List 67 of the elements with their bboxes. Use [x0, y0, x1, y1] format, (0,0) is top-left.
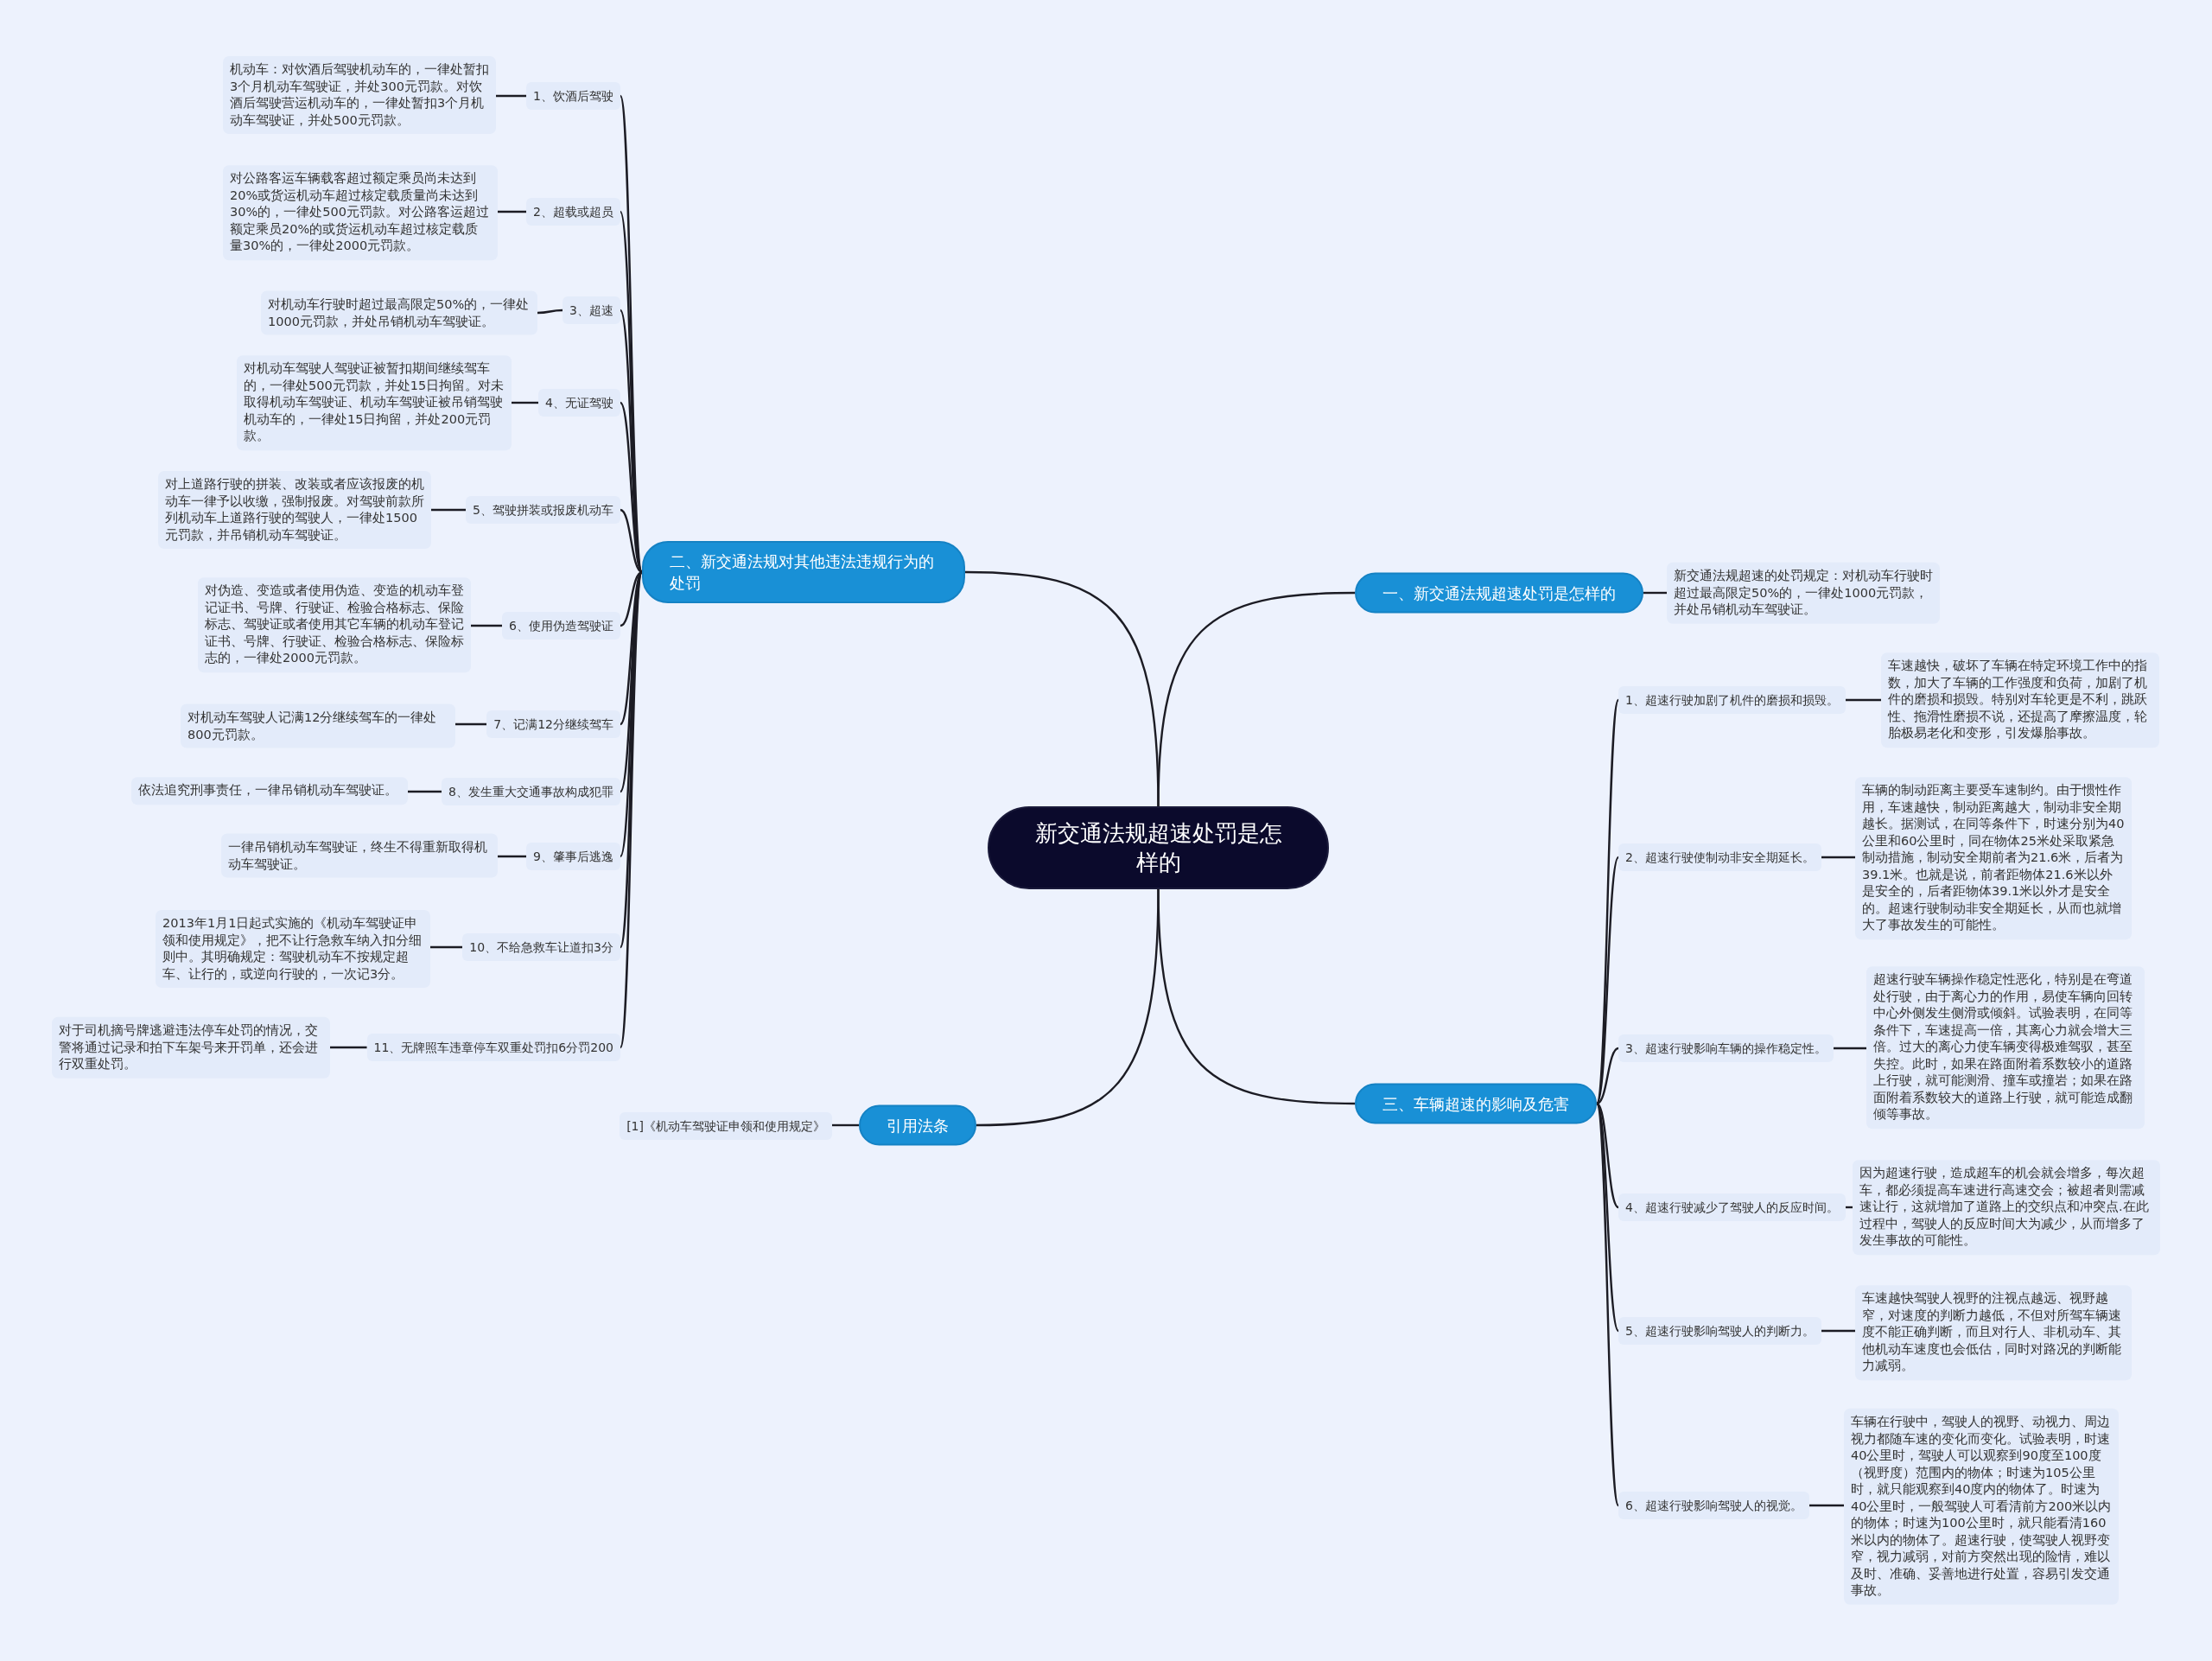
detail-note: 依法追究刑事责任，一律吊销机动车驾驶证。	[131, 777, 408, 805]
subtopic-label: 6、超速行驶影响驾驶人的视觉。	[1618, 1492, 1809, 1519]
detail-note: 新交通法规超速的处罚规定：对机动车行驶时超过最高限定50%的，一律处1000元罚款，并处吊销机动车驾驶证。	[1667, 562, 1940, 624]
subtopic-label: [1]《机动车驾驶证申领和使用规定》	[620, 1112, 832, 1140]
subtopic-label: 5、超速行驶影响驾驶人的判断力。	[1618, 1317, 1821, 1345]
subtopic-label: 10、不给急救车让道扣3分	[462, 933, 620, 961]
connector-line	[1845, 698, 1881, 702]
subtopic-label: 2、超速行驶使制动非安全期延长。	[1618, 843, 1821, 871]
connector-line	[964, 570, 1160, 807]
connector-line	[498, 855, 527, 858]
connector-line	[620, 508, 643, 574]
branch-topic: 三、车辆超速的影响及危害	[1355, 1083, 1597, 1124]
subtopic-label: 1、饮酒后驾驶	[526, 82, 620, 110]
detail-note: 对公路客运车辆载客超过额定乘员尚未达到20%或货运机动车超过核定载质量尚未达到30%的，一律处500元罚款。对公路客运超过额定乘员20%的或货运机动车超过核定载质量30%的，一律处2000元罚款。	[223, 165, 498, 260]
connector-line	[455, 722, 487, 726]
subtopic-label: 4、无证驾驶	[538, 389, 620, 417]
connector-line	[430, 945, 463, 949]
connector-line	[1821, 1329, 1855, 1333]
subtopic-label: 5、驾驶拼装或报废机动车	[466, 496, 620, 524]
connector-line	[498, 210, 527, 213]
subtopic-label: 6、使用伪造驾驶证	[502, 612, 620, 640]
detail-note: 车速越快驾驶人视野的注视点越远、视野越窄，对速度的判断力越低，不但对所驾车辆速度不能正确判断，而且对行人、非机动车、其他机动车速度也会低估，同时对路况的判断能力减弱。	[1855, 1285, 2132, 1380]
subtopic-label: 4、超速行驶减少了驾驶人的反应时间。	[1618, 1193, 1846, 1221]
central-topic: 新交通法规超速处罚是怎样的	[988, 806, 1329, 889]
connector-line	[496, 94, 527, 98]
connector-line	[1595, 1103, 1620, 1506]
detail-note: 超速行驶车辆操作稳定性恶化，特别是在弯道处行驶，由于离心力的作用，易使车辆向回转中心外侧发生侧滑或倾斜。试验表明，在同等条件下，车速提高一倍，其离心力就会增大三倍。过大的离心力使车辆变得极难驾驭，甚至失控。此时，如果在路面附着系数较小的道路上行驶，就可能测滑、撞车或撞岩；如果在路面附着系数较大的道路上行驶，就可能造成翻倾等事故。	[1866, 966, 2145, 1129]
detail-note: 车辆在行驶中，驾驶人的视野、动视力、周边视力都随车速的变化而变化。试验表明，时速40公里时，驾驶人可以观察到90度至100度（视野度）范围内的物体；时速为105公里时，就只能观察到40度内的物体了。时速为40公里时，一般驾驶人可看清前方200米以内的物体；时速为100公里时，就只能看清160米以内的物体了。超速行驶，使驾驶人视野变窄，视力减弱，对前方突然出现的险情，难以及时、准确、妥善地进行处置，容易引发交通事故。	[1844, 1408, 2119, 1605]
connector-line	[537, 309, 563, 315]
connector-line	[408, 790, 442, 793]
subtopic-label: 3、超速	[563, 296, 620, 324]
connector-line	[471, 624, 503, 627]
detail-note: 一律吊销机动车驾驶证，终生不得重新取得机动车驾驶证。	[221, 833, 498, 878]
connector-line	[431, 508, 467, 512]
subtopic-label: 3、超速行驶影响车辆的操作稳定性。	[1618, 1034, 1834, 1062]
subtopic-label: 11、无牌照车违章停车双重处罚扣6分罚200	[366, 1034, 620, 1061]
connector-line	[1596, 1047, 1619, 1105]
detail-note: 对于司机摘号牌逃避违法停车处罚的情况，交警将通过记录和拍下车架号来开罚单，还会进行双重处罚。	[52, 1016, 330, 1079]
connector-line	[330, 1046, 367, 1049]
connector-line	[1643, 591, 1667, 595]
connector-line	[1833, 1047, 1866, 1050]
subtopic-label: 9、肇事后逃逸	[526, 843, 620, 870]
connector-line	[1821, 856, 1855, 859]
subtopic-label: 8、发生重大交通事故构成犯罪	[442, 778, 620, 805]
connector-line	[512, 401, 539, 404]
detail-note: 2013年1月1日起式实施的《机动车驾驶证申领和使用规定》，把不让行急救车纳入扣分细则中。其明确规定：驾驶机动车不按规定超车、让行的，或逆向行驶的，一次记3分。	[156, 910, 430, 988]
subtopic-label: 2、超载或超员	[526, 198, 620, 226]
connector-line	[832, 1123, 859, 1127]
detail-note: 对机动车行驶时超过最高限定50%的，一律处1000元罚款，并处吊销机动车驾驶证。	[261, 290, 537, 335]
connector-line	[620, 570, 643, 627]
subtopic-label: 7、记满12分继续驾车	[486, 710, 620, 738]
branch-topic: 引用法条	[859, 1104, 976, 1146]
detail-note: 对上道路行驶的拼装、改装或者应该报废的机动车一律予以收缴，强制报废。对驾驶前款所列机动车上道路行驶的驾驶人，一律处1500元罚款，并吊销机动车驾驶证。	[158, 471, 431, 549]
detail-note: 车辆的制动距离主要受车速制约。由于惯性作用，车速越快，制动距离越大，制动非安全期越长。据测试，在同等条件下，时速分别为40公里和60公里时，同在物体25米处采取紧急制动措施，制动安全期前者为21.6米，后者为39.1米。也就是说，前者距物体21.6米以外是安全的，后者距物体39.1米以外才是安全的。超速行驶制动非安全期延长，从而也就增大了事故发生的可能性。	[1855, 777, 2132, 939]
detail-note: 对机动车驾驶人驾驶证被暂扣期间继续驾车的，一律处500元罚款，并处15日拘留。对未取得机动车驾驶证、机动车驾驶证被吊销驾驶机动车的，一律处15日拘留，并处200元罚款。	[237, 355, 512, 450]
subtopic-label: 1、超速行驶加剧了机件的磨损和损毁。	[1618, 686, 1846, 714]
detail-note: 对机动车驾驶人记满12分继续驾车的一律处800元罚款。	[181, 703, 455, 748]
detail-note: 因为超速行驶，造成超车的机会就会增多，每次超车，都必须提高车速进行高速交会；被超者则需减速让行，这就增加了道路上的交织点和冲突点.在此过程中，驾驶人的反应时间大为减少，从而增多了发生事故的可能性。	[1853, 1160, 2160, 1255]
connector-line	[1595, 856, 1620, 1104]
detail-note: 机动车：对饮酒后驾驶机动车的，一律处暂扣3个月机动车驾驶证，并处300元罚款。对饮酒后驾驶营运机动车的，一律处暂扣3个月机动车驾驶证，并处500元罚款。	[223, 56, 496, 134]
connector-line	[1808, 1504, 1844, 1507]
detail-note: 对伪造、变造或者使用伪造、变造的机动车登记证书、号牌、行驶证、检验合格标志、保险标志、驾驶证或者使用其它车辆的机动车登记证书、号牌、行驶证、检验合格标志、保险标志的，一律处2000元罚款。	[198, 577, 471, 672]
branch-topic: 一、新交通法规超速处罚是怎样的	[1355, 572, 1643, 614]
detail-note: 车速越快，破坏了车辆在特定环境工作中的指数，加大了车辆的工作强度和负荷，加剧了机件的磨损和损毁。特别对车轮更是不利，跳跃性、拖滑性磨损不说，还提高了摩擦温度，轮胎极易老化和变形，引发爆胎事故。	[1881, 652, 2159, 748]
connector-line	[1596, 1103, 1619, 1208]
connector-line	[976, 888, 1160, 1127]
branch-topic: 二、新交通法规对其他违法违规行为的处罚	[642, 541, 965, 603]
